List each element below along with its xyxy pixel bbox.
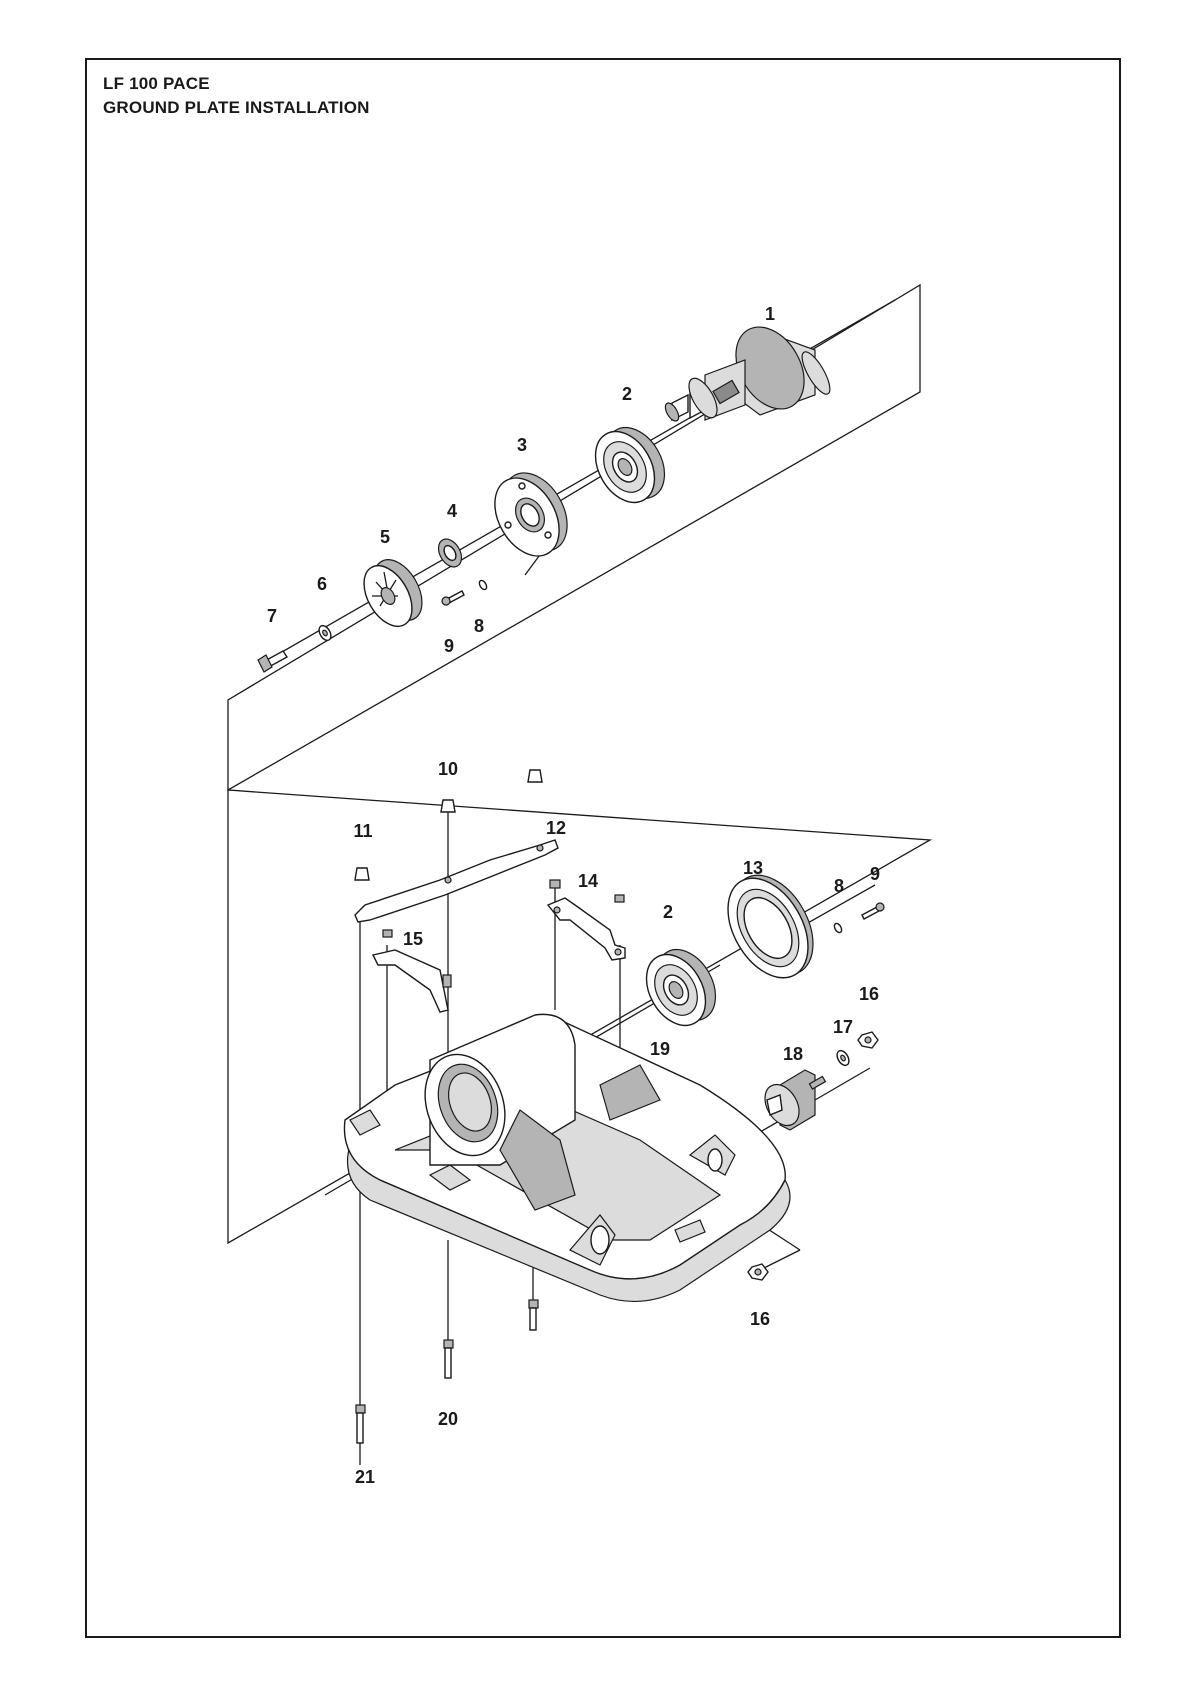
nut-16-upper	[857, 1031, 879, 1049]
callout-9-lower: 9	[870, 864, 880, 884]
callout-20: 20	[438, 1409, 458, 1429]
callout-7: 7	[267, 606, 277, 626]
pulley-hub	[363, 559, 423, 627]
hex-bolt	[257, 650, 289, 673]
callout-5: 5	[380, 527, 390, 547]
pin-small	[478, 579, 488, 591]
callout-21: 21	[355, 1467, 375, 1487]
bearing-lower	[645, 949, 717, 1027]
callout-15: 15	[403, 929, 423, 949]
callout-17: 17	[833, 1017, 853, 1037]
lower-assembly	[227, 769, 933, 1465]
rubber-mount	[764, 1069, 827, 1131]
callout-18: 18	[783, 1044, 803, 1064]
nut-16-lower	[747, 1263, 769, 1281]
bracket-14	[546, 894, 626, 961]
callout-8-upper: 8	[474, 616, 484, 636]
callout-14: 14	[578, 871, 598, 891]
callout-2-upper: 2	[622, 384, 632, 404]
callout-12: 12	[546, 818, 566, 838]
bolt-21	[355, 1404, 366, 1444]
callout-16-upper: 16	[859, 984, 879, 1004]
cap-nut-11	[354, 867, 370, 881]
callout-8-lower: 8	[834, 876, 844, 896]
nut-16-leader-b	[759, 1249, 801, 1271]
callout-3: 3	[517, 435, 527, 455]
bearing-upper	[594, 427, 666, 504]
ring-washer	[437, 538, 463, 568]
title-block: LF 100 PACE GROUND PLATE INSTALLATION	[103, 72, 370, 120]
callout-19: 19	[650, 1039, 670, 1059]
seal-ring	[727, 874, 814, 979]
callout-9-upper: 9	[444, 636, 454, 656]
pin-lower	[833, 922, 843, 934]
eccentric-shaft	[664, 326, 831, 422]
screw-small	[441, 590, 465, 606]
callout-4: 4	[447, 501, 457, 521]
callout-1: 1	[765, 304, 775, 324]
drawing-frame	[85, 58, 1121, 1638]
bolt-20	[443, 1339, 454, 1379]
screw-lower	[861, 902, 885, 920]
upper-assembly	[227, 283, 921, 792]
washer-17	[836, 1049, 850, 1067]
bolt-center	[528, 1299, 539, 1331]
model-title: LF 100 PACE	[103, 74, 210, 93]
callout-2-lower: 2	[663, 902, 673, 922]
callout-10: 10	[438, 759, 458, 779]
assembly-title: GROUND PLATE INSTALLATION	[103, 98, 370, 117]
flange-plate	[494, 472, 568, 557]
callout-6: 6	[317, 574, 327, 594]
top-bracket	[354, 769, 559, 923]
handle-bracket-15	[371, 929, 452, 1013]
nut-17-axis	[814, 1067, 871, 1101]
small-washer	[318, 624, 332, 642]
callout-16-lower: 16	[750, 1309, 770, 1329]
callout-13: 13	[743, 858, 763, 878]
callout-11: 11	[353, 821, 372, 841]
callout-labels: 1 2 3 4 5 6 7 8 9 10 11 12 14 13 2 8 9 1…	[267, 304, 880, 1487]
ground-plate	[343, 1013, 791, 1302]
